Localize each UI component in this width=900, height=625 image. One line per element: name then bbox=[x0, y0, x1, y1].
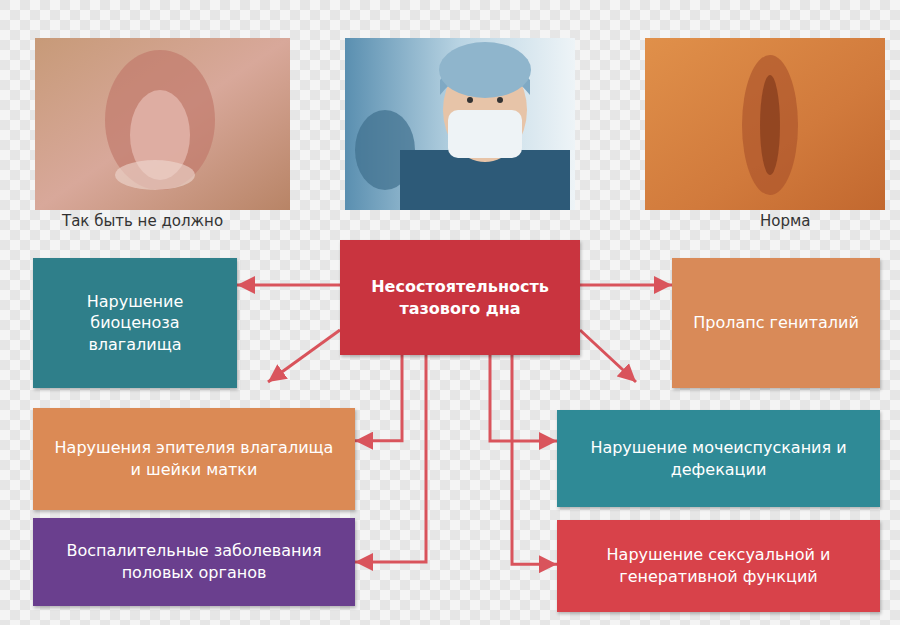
arrow-connector bbox=[512, 355, 557, 564]
outcome-box: Нарушение мочеиспускания и дефекации bbox=[557, 410, 880, 507]
cause-box: Несостоятельность тазового дна bbox=[340, 240, 580, 355]
box-text: Нарушение биоценоза влагалища bbox=[51, 291, 219, 356]
arrow-connector bbox=[355, 355, 426, 562]
box-text-group: Нарушения эпителия влагалища и шейки мат… bbox=[51, 437, 337, 480]
photo-caption: Так быть не должно bbox=[62, 212, 223, 230]
outcome-box: Нарушения эпителия влагалища и шейки мат… bbox=[33, 408, 355, 510]
box-text-group: Воспалительные заболевания половых орган… bbox=[51, 540, 337, 583]
box-text-group: Нарушение мочеиспускания и дефекации bbox=[575, 437, 862, 480]
clinical-photo-normal bbox=[645, 38, 885, 210]
diagonal-arrow bbox=[268, 330, 340, 382]
box-text-group: Нарушение сексуальной и генеративной фун… bbox=[575, 544, 862, 587]
box-text: Несостоятельность тазового дна bbox=[358, 276, 562, 319]
arrow-connector bbox=[580, 284, 672, 287]
outcome-box: Пролапс гениталий bbox=[672, 258, 880, 388]
arrow-connector bbox=[355, 355, 402, 441]
clinical-photo-abnormal bbox=[35, 38, 290, 210]
arrow-connector bbox=[237, 284, 340, 287]
box-text-group: Несостоятельность тазового дна bbox=[358, 276, 562, 319]
box-text: Нарушение сексуальной и генеративной фун… bbox=[575, 544, 862, 587]
box-text: Пролапс гениталий bbox=[693, 312, 859, 334]
outcome-box: Нарушение биоценоза влагалища bbox=[33, 258, 237, 388]
photo-caption: Норма bbox=[760, 212, 811, 230]
box-text: Воспалительные заболевания половых орган… bbox=[51, 540, 337, 583]
box-text: Нарушения эпителия влагалища и шейки мат… bbox=[51, 437, 337, 480]
surgeon-photo bbox=[345, 38, 575, 210]
box-text-group: Нарушение биоценоза влагалища bbox=[51, 291, 219, 356]
arrow-connector bbox=[490, 355, 557, 441]
box-text-group: Пролапс гениталий bbox=[693, 312, 859, 334]
outcome-box: Нарушение сексуальной и генеративной фун… bbox=[557, 520, 880, 612]
outcome-box: Воспалительные заболевания половых орган… bbox=[33, 518, 355, 606]
diagonal-arrow bbox=[580, 330, 636, 382]
box-text: Нарушение мочеиспускания и дефекации bbox=[575, 437, 862, 480]
